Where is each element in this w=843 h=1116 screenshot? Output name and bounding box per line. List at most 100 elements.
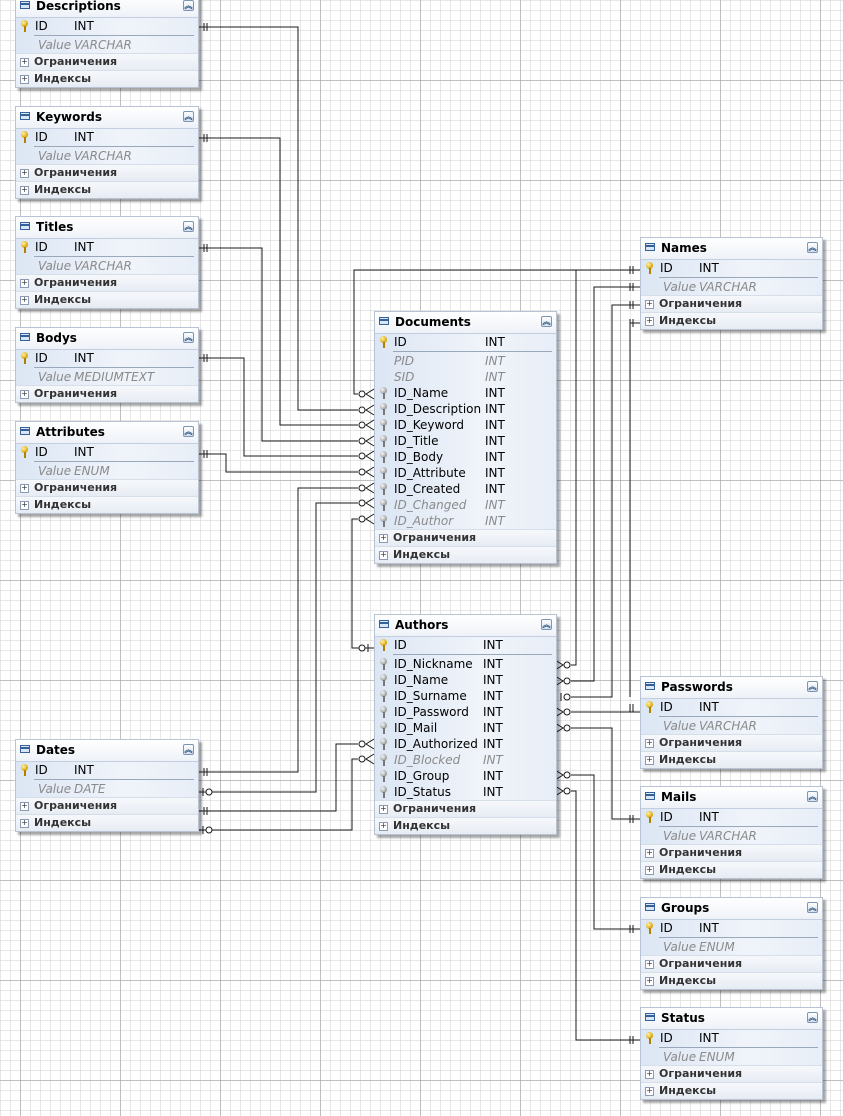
- section-constraints[interactable]: +Ограничения: [375, 800, 556, 817]
- expand-icon[interactable]: +: [645, 865, 654, 875]
- section-indexes[interactable]: +Индексы: [641, 972, 822, 989]
- expand-icon[interactable]: +: [645, 738, 654, 748]
- expand-icon[interactable]: +: [20, 818, 29, 828]
- expand-icon[interactable]: +: [379, 550, 388, 560]
- table-header[interactable]: Attributes︽: [16, 422, 198, 443]
- section-indexes[interactable]: +Индексы: [16, 496, 198, 513]
- collapse-icon[interactable]: ︽: [807, 1012, 818, 1023]
- table-header[interactable]: Descriptions︽: [16, 0, 198, 17]
- section-constraints[interactable]: +Ограничения: [16, 274, 198, 291]
- collapse-icon[interactable]: ︽: [183, 426, 194, 437]
- expand-icon[interactable]: +: [379, 804, 388, 814]
- section-indexes[interactable]: +Индексы: [641, 312, 822, 329]
- section-indexes[interactable]: +Индексы: [641, 861, 822, 878]
- section-constraints[interactable]: +Ограничения: [375, 529, 556, 546]
- table-header[interactable]: Titles︽: [16, 217, 198, 238]
- collapse-icon[interactable]: ︽: [183, 744, 194, 755]
- section-indexes[interactable]: +Индексы: [375, 817, 556, 834]
- expand-icon[interactable]: +: [20, 500, 29, 510]
- section-indexes[interactable]: +Индексы: [16, 814, 198, 831]
- section-constraints[interactable]: +Ограничения: [641, 295, 822, 312]
- expand-icon[interactable]: +: [20, 389, 29, 399]
- expand-icon[interactable]: +: [20, 295, 29, 305]
- expand-icon[interactable]: +: [20, 278, 29, 288]
- expand-icon[interactable]: +: [20, 74, 29, 84]
- expand-icon[interactable]: +: [645, 1086, 654, 1096]
- table-header[interactable]: Groups︽: [641, 898, 822, 919]
- collapse-icon[interactable]: ︽: [183, 111, 194, 122]
- expand-icon[interactable]: +: [379, 533, 388, 543]
- section-constraints[interactable]: +Ограничения: [641, 734, 822, 751]
- collapse-icon[interactable]: ︽: [807, 902, 818, 913]
- table-header[interactable]: Authors︽: [375, 615, 556, 636]
- expand-icon[interactable]: +: [645, 848, 654, 858]
- table-header[interactable]: Names︽: [641, 238, 822, 259]
- collapse-icon[interactable]: ︽: [807, 242, 818, 253]
- section-constraints[interactable]: +Ограничения: [16, 164, 198, 181]
- collapse-icon[interactable]: ︽: [807, 681, 818, 692]
- expand-icon[interactable]: +: [645, 755, 654, 765]
- expand-icon[interactable]: +: [645, 976, 654, 986]
- collapse-icon[interactable]: ︽: [541, 619, 552, 630]
- table-header[interactable]: Keywords︽: [16, 107, 198, 128]
- table-header[interactable]: Mails︽: [641, 787, 822, 808]
- section-constraints[interactable]: +Ограничения: [16, 385, 198, 402]
- table-header[interactable]: Documents︽: [375, 312, 556, 333]
- expand-icon[interactable]: +: [645, 959, 654, 969]
- collapse-icon[interactable]: ︽: [183, 221, 194, 232]
- collapse-icon[interactable]: ︽: [541, 316, 552, 327]
- section-constraints[interactable]: +Ограничения: [16, 53, 198, 70]
- table-header[interactable]: Bodys︽: [16, 328, 198, 349]
- section-indexes[interactable]: +Индексы: [16, 181, 198, 198]
- expand-icon[interactable]: +: [645, 299, 654, 309]
- expand-icon[interactable]: +: [20, 168, 29, 178]
- expand-icon[interactable]: +: [20, 185, 29, 195]
- expand-icon[interactable]: +: [20, 801, 29, 811]
- collapse-icon[interactable]: ︽: [807, 791, 818, 802]
- section-indexes[interactable]: +Индексы: [375, 546, 556, 563]
- section-constraints[interactable]: +Ограничения: [16, 797, 198, 814]
